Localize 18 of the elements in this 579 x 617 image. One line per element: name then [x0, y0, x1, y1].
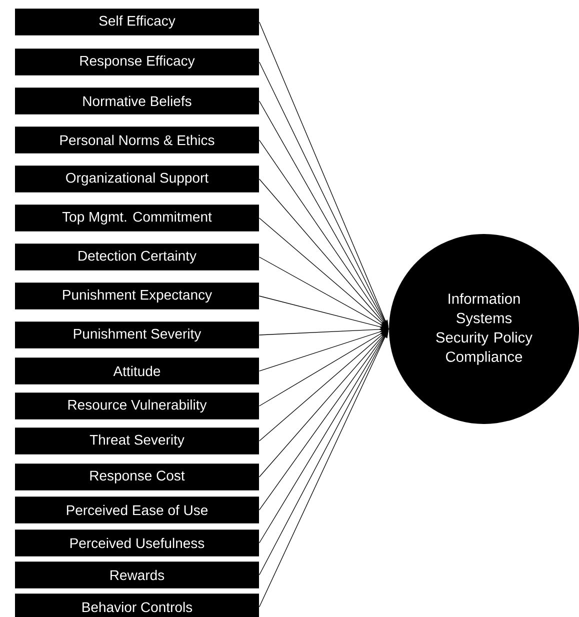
factor-box: Punishment Expectancy [15, 282, 259, 310]
factor-box: Personal Norms & Ethics [15, 126, 259, 154]
factor-box: Normative Beliefs [15, 88, 259, 114]
factor-box: Self Efficacy [15, 8, 259, 36]
factor-box: Response Cost [15, 464, 259, 490]
factor-box: Resource Vulnerability [15, 392, 259, 420]
factor-box: Organizational Support [15, 166, 259, 192]
factor-box: Top Mgmt. Commitment [15, 204, 259, 232]
factor-box: Rewards [15, 562, 259, 588]
factor-box: Punishment Severity [15, 322, 259, 348]
factor-box: Threat Severity [15, 428, 259, 454]
factor-box: Perceived Usefulness [15, 530, 259, 556]
factor-box: Response Efficacy [15, 48, 259, 76]
factor-box: Perceived Ease of Use [15, 496, 259, 524]
factor-box: Detection Certainty [15, 244, 259, 270]
factor-box: Attitude [15, 358, 259, 384]
factor-box: Behavior Controls [15, 594, 259, 617]
circle-node: Information Systems Security Policy Compliance [389, 234, 579, 424]
